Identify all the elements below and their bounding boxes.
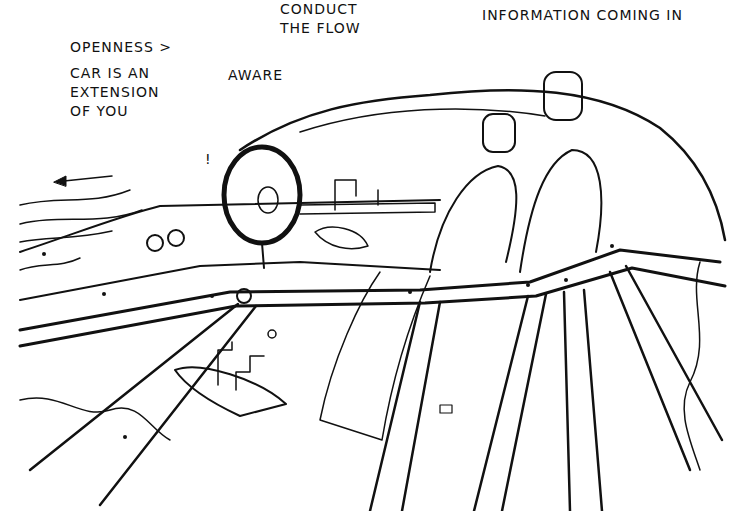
leader-line bbox=[335, 180, 356, 210]
leader-dot bbox=[268, 330, 276, 338]
dot bbox=[210, 294, 214, 298]
frame-leg bbox=[100, 306, 256, 505]
dot bbox=[526, 283, 530, 287]
headrest bbox=[544, 72, 582, 120]
dot bbox=[564, 278, 568, 282]
steering-hub bbox=[258, 187, 278, 213]
leader-line bbox=[377, 190, 379, 205]
headrest bbox=[483, 114, 515, 152]
gauge bbox=[168, 230, 184, 246]
small-tag bbox=[440, 405, 452, 413]
frame-leg bbox=[626, 266, 722, 440]
dot bbox=[42, 252, 46, 256]
steering-column bbox=[262, 243, 264, 268]
dot bbox=[408, 290, 412, 294]
arrow-head bbox=[54, 176, 66, 186]
rear-seat bbox=[520, 150, 601, 272]
frame-leg bbox=[502, 294, 546, 511]
frame-leg bbox=[610, 272, 690, 470]
annotation-label: OPENNESS > bbox=[70, 38, 190, 57]
door-panel bbox=[175, 367, 286, 416]
dash-strip bbox=[300, 203, 435, 214]
center-console bbox=[320, 272, 430, 440]
arrow-shaft bbox=[64, 176, 112, 181]
dot bbox=[123, 435, 127, 439]
frame-leg bbox=[474, 296, 528, 511]
roof-inner bbox=[300, 109, 545, 132]
leader-line bbox=[218, 342, 232, 385]
front-seat bbox=[430, 166, 516, 272]
wavy-outline bbox=[20, 398, 170, 440]
leader-line bbox=[236, 356, 264, 390]
frame-leg bbox=[564, 292, 570, 511]
flow-line bbox=[20, 258, 80, 270]
annotation-label: CAR IS AN EXTENSION OF YOU bbox=[70, 64, 170, 121]
dot bbox=[610, 244, 614, 248]
annotation-label: AWARE bbox=[228, 66, 308, 85]
flow-line bbox=[20, 231, 112, 242]
wavy-outline bbox=[684, 262, 700, 470]
frame-leg bbox=[370, 302, 420, 511]
dot bbox=[102, 292, 106, 296]
dashboard-lower bbox=[20, 262, 440, 300]
annotation-label: INFORMATION COMING IN bbox=[482, 6, 732, 25]
gauge bbox=[147, 235, 163, 251]
frame-leg bbox=[30, 304, 238, 470]
knob bbox=[237, 289, 251, 303]
glovebox bbox=[315, 227, 368, 248]
steering-wheel bbox=[224, 147, 300, 243]
roof-arc bbox=[240, 90, 725, 240]
annotation-label: ! bbox=[205, 150, 217, 169]
flow-line bbox=[20, 210, 142, 224]
flow-line bbox=[20, 190, 130, 205]
annotation-label: CONDUCT THE FLOW bbox=[280, 0, 370, 38]
beam bbox=[20, 250, 720, 330]
frame-leg bbox=[584, 290, 602, 511]
beam bbox=[20, 268, 725, 346]
